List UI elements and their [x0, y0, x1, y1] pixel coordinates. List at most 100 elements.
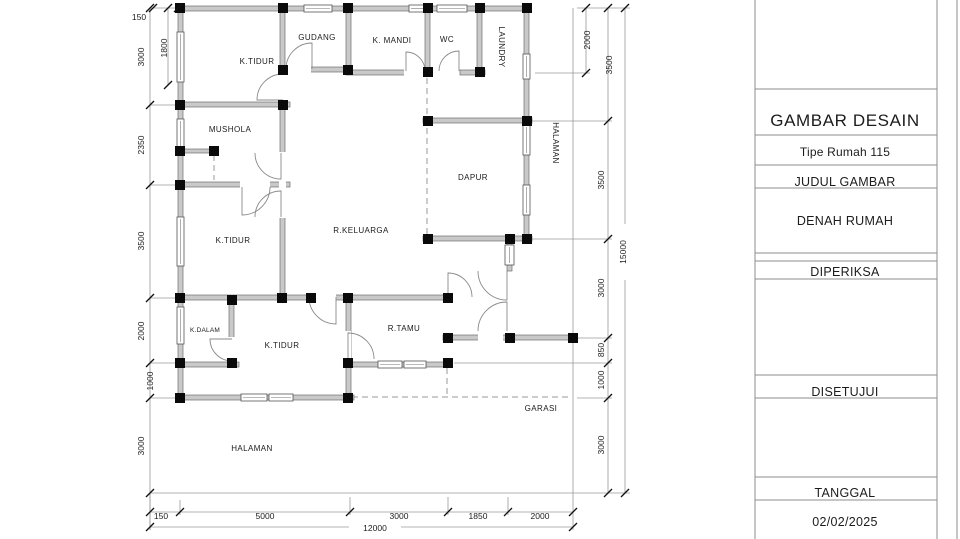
dim-tick: [581, 68, 591, 78]
wall-segment: [345, 69, 408, 76]
wall-segment: [177, 101, 291, 108]
dim-tick: [620, 488, 630, 498]
room-label-prayer-room: MUSHOLA: [209, 125, 252, 134]
dimension-ticks: [145, 3, 630, 532]
dim-tick: [581, 3, 591, 13]
door-openings: [228, 66, 503, 361]
column: [175, 3, 185, 13]
dim-tick: [163, 3, 173, 13]
door-opening: [344, 331, 351, 360]
dim-tick: [620, 3, 630, 13]
column: [343, 293, 353, 303]
dim-tick: [145, 507, 155, 517]
room-label-side-yard: HALAMAN: [551, 122, 560, 163]
door-arc: [447, 272, 473, 298]
columns: [175, 3, 578, 403]
dim-bottom-2000: 2000: [531, 511, 550, 521]
door-swings: [209, 42, 508, 362]
column: [343, 65, 353, 75]
title-block-label-diperiksa: DIPERIKSA: [810, 265, 880, 279]
column: [175, 293, 185, 303]
wall-segment: [177, 181, 291, 188]
dim-tick: [173, 3, 183, 13]
dim-right-850: 850: [596, 343, 606, 357]
door-opening: [404, 69, 423, 76]
column: [277, 293, 287, 303]
title-block-label-disetujui: DISETUJUI: [811, 385, 878, 399]
dim-left-1000: 1000: [145, 371, 155, 390]
room-label-wc: WC: [440, 35, 454, 44]
wall-segment: [345, 7, 352, 71]
column: [209, 146, 219, 156]
dim-tick: [145, 488, 155, 498]
room-label-laundry: LAUNDRY: [497, 27, 506, 68]
dim-left-2000: 2000: [136, 321, 146, 340]
column: [505, 333, 515, 343]
dim-right-1000: 1000: [596, 370, 606, 389]
dim-tick: [603, 234, 613, 244]
dim-tick: [145, 100, 155, 110]
dim-tick: [145, 180, 155, 190]
door-arc: [477, 270, 508, 301]
column: [522, 116, 532, 126]
dim-tick: [503, 507, 513, 517]
column: [475, 3, 485, 13]
column: [568, 333, 578, 343]
dim-left-3000a: 3000: [136, 47, 146, 66]
door-opening: [228, 337, 235, 361]
title-block-borders: [754, 0, 958, 539]
title-block: GAMBAR DESAIN Tipe Rumah 115 JUDUL GAMBA…: [754, 0, 958, 539]
dim-right-3500b: 3500: [596, 170, 606, 189]
title-block-heading: GAMBAR DESAIN: [770, 111, 920, 130]
wall-segment: [424, 7, 431, 76]
title-block-texts: GAMBAR DESAIN Tipe Rumah 115 JUDUL GAMBA…: [770, 111, 920, 529]
dim-tick: [145, 358, 155, 368]
dim-tick: [603, 333, 613, 343]
dimension-labels: 150 3000 1800 2350 3500 2000 1000 3000 2…: [132, 12, 630, 533]
room-label-guest-room: R.TAMU: [388, 324, 420, 333]
room-labels: K.TIDUR GUDANG K. MANDI WC LAUNDRY MUSHO…: [190, 27, 560, 453]
room-label-bathroom: K. MANDI: [373, 36, 412, 45]
dim-bottom-150: 150: [154, 511, 168, 521]
wall-segment: [422, 117, 533, 124]
column: [227, 358, 237, 368]
door-opening: [438, 69, 459, 76]
dim-left-1800: 1800: [159, 38, 169, 57]
column: [306, 293, 316, 303]
dim-tick: [568, 522, 578, 532]
column: [423, 234, 433, 244]
wall-segment: [476, 7, 483, 76]
column: [475, 67, 485, 77]
dim-left-3000b: 3000: [136, 436, 146, 455]
door-arc: [254, 190, 282, 218]
room-label-bedroom-bottom: K.TIDUR: [265, 341, 300, 350]
title-block-subtitle: Tipe Rumah 115: [800, 145, 890, 159]
dim-tick: [163, 80, 173, 90]
dim-left-150: 150: [132, 12, 146, 22]
column: [278, 65, 288, 75]
column: [278, 3, 288, 13]
room-label-inner-room: K.DALAM: [190, 327, 220, 334]
dim-right-3000b: 3000: [596, 435, 606, 454]
column: [423, 67, 433, 77]
title-block-label-judul: JUDUL GAMBAR: [794, 175, 895, 189]
dim-left-3500: 3500: [136, 231, 146, 250]
dim-left-2350: 2350: [136, 135, 146, 154]
dim-tick: [175, 507, 185, 517]
dashed-lines: [213, 78, 572, 398]
dim-right-15000: 15000: [618, 240, 628, 264]
column: [522, 3, 532, 13]
dim-tick: [603, 3, 613, 13]
wall-segment: [422, 235, 533, 242]
door-opening: [279, 152, 286, 218]
column: [423, 116, 433, 126]
door-arc: [477, 301, 508, 332]
column: [227, 295, 237, 305]
door-opening: [286, 66, 311, 73]
dim-tick: [603, 116, 613, 126]
column: [175, 100, 185, 110]
room-label-garage: GARASI: [525, 404, 558, 413]
